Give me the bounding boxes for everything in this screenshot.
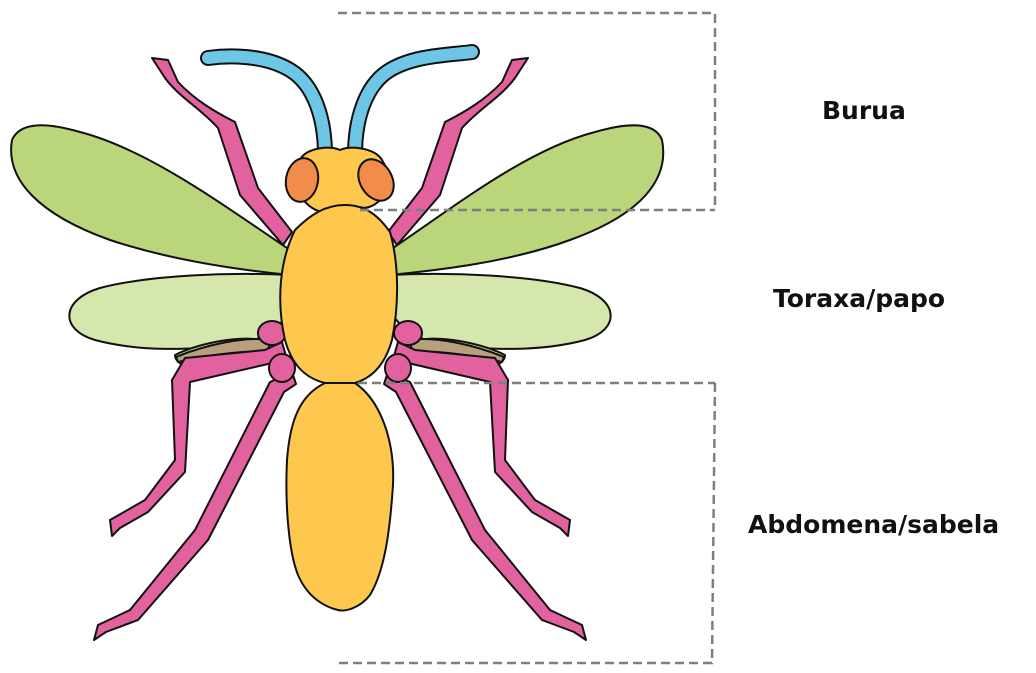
label-head: Burua (822, 96, 906, 125)
left-coxa-hind (269, 354, 295, 382)
abdomen (286, 383, 393, 610)
right-coxa-middle (394, 321, 422, 345)
right-coxa-hind (385, 354, 411, 382)
label-abdomen: Abdomena/sabela (748, 510, 999, 539)
label-thorax: Toraxa/papo (773, 284, 945, 313)
thorax (280, 205, 397, 383)
right-hind-leg (384, 372, 586, 640)
left-hind-leg (94, 372, 296, 640)
abdomen-bracket (338, 383, 715, 663)
